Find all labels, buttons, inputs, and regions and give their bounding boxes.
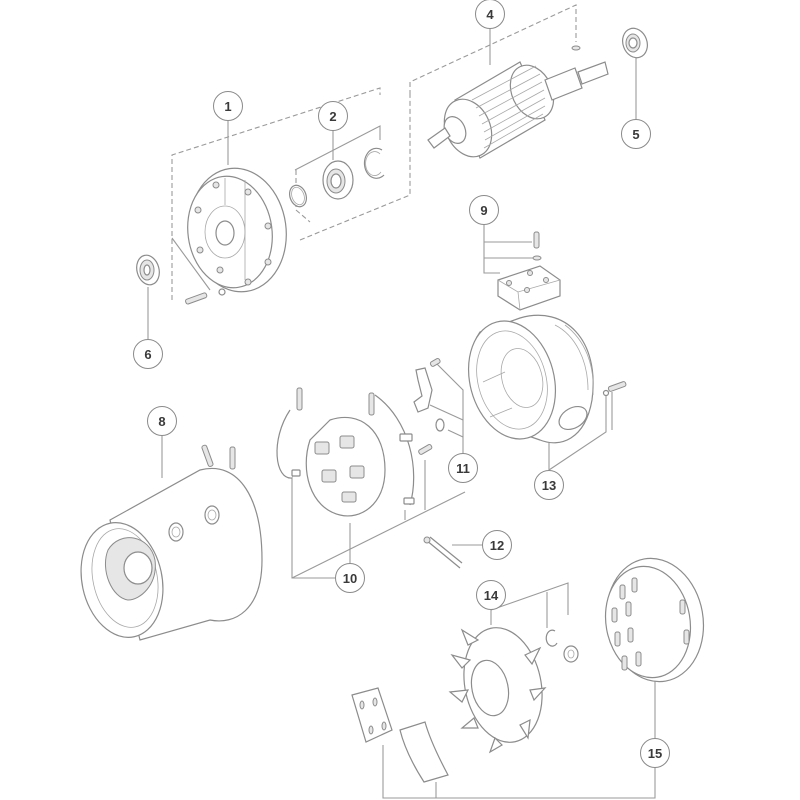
callout-4[interactable]: 4	[475, 0, 505, 29]
callout-1-label: 1	[224, 98, 232, 114]
callout-12[interactable]: 12	[482, 530, 512, 560]
part-12-pin	[423, 536, 463, 569]
callout-5-label: 5	[632, 126, 640, 142]
callout-15-label: 15	[647, 745, 663, 761]
callout-9[interactable]: 9	[469, 195, 499, 225]
callout-14-label: 14	[483, 587, 499, 603]
leader-lines	[147, 4, 656, 799]
callout-13-label: 13	[541, 477, 557, 493]
callout-11[interactable]: 11	[448, 453, 478, 483]
callout-11-label: 11	[456, 460, 470, 476]
part-2-bearing-and-rings	[288, 147, 385, 208]
callout-6-label: 6	[144, 346, 152, 362]
callout-13[interactable]: 13	[534, 470, 564, 500]
part-11-brush-hardware	[413, 357, 445, 455]
part-13-end-bracket	[467, 314, 627, 444]
callout-10[interactable]: 10	[335, 563, 365, 593]
part-15-cover-band	[604, 557, 705, 683]
callout-2-label: 2	[329, 108, 337, 124]
callout-8[interactable]: 8	[147, 406, 177, 436]
callout-12-label: 12	[489, 537, 505, 553]
part-8-field-frame	[80, 444, 263, 641]
part-15-pads	[351, 687, 449, 783]
callout-6[interactable]: 6	[133, 339, 163, 369]
part-6-bearing	[136, 254, 160, 286]
part-10-brush-holder	[276, 387, 415, 517]
callout-15[interactable]: 15	[640, 738, 670, 768]
part-1-drive-end-bracket	[185, 167, 287, 305]
callout-1[interactable]: 1	[213, 91, 243, 121]
callout-2[interactable]: 2	[318, 101, 348, 131]
part-14-fan	[448, 627, 579, 754]
callout-10-label: 10	[342, 570, 358, 586]
callout-4-label: 4	[486, 6, 494, 22]
callout-14[interactable]: 14	[476, 580, 506, 610]
callout-8-label: 8	[158, 413, 166, 429]
callout-9-label: 9	[480, 202, 488, 218]
part-9-terminal-block	[497, 231, 561, 311]
part-4-armature	[427, 45, 609, 159]
callout-5[interactable]: 5	[621, 119, 651, 149]
part-5-bearing	[622, 27, 648, 59]
